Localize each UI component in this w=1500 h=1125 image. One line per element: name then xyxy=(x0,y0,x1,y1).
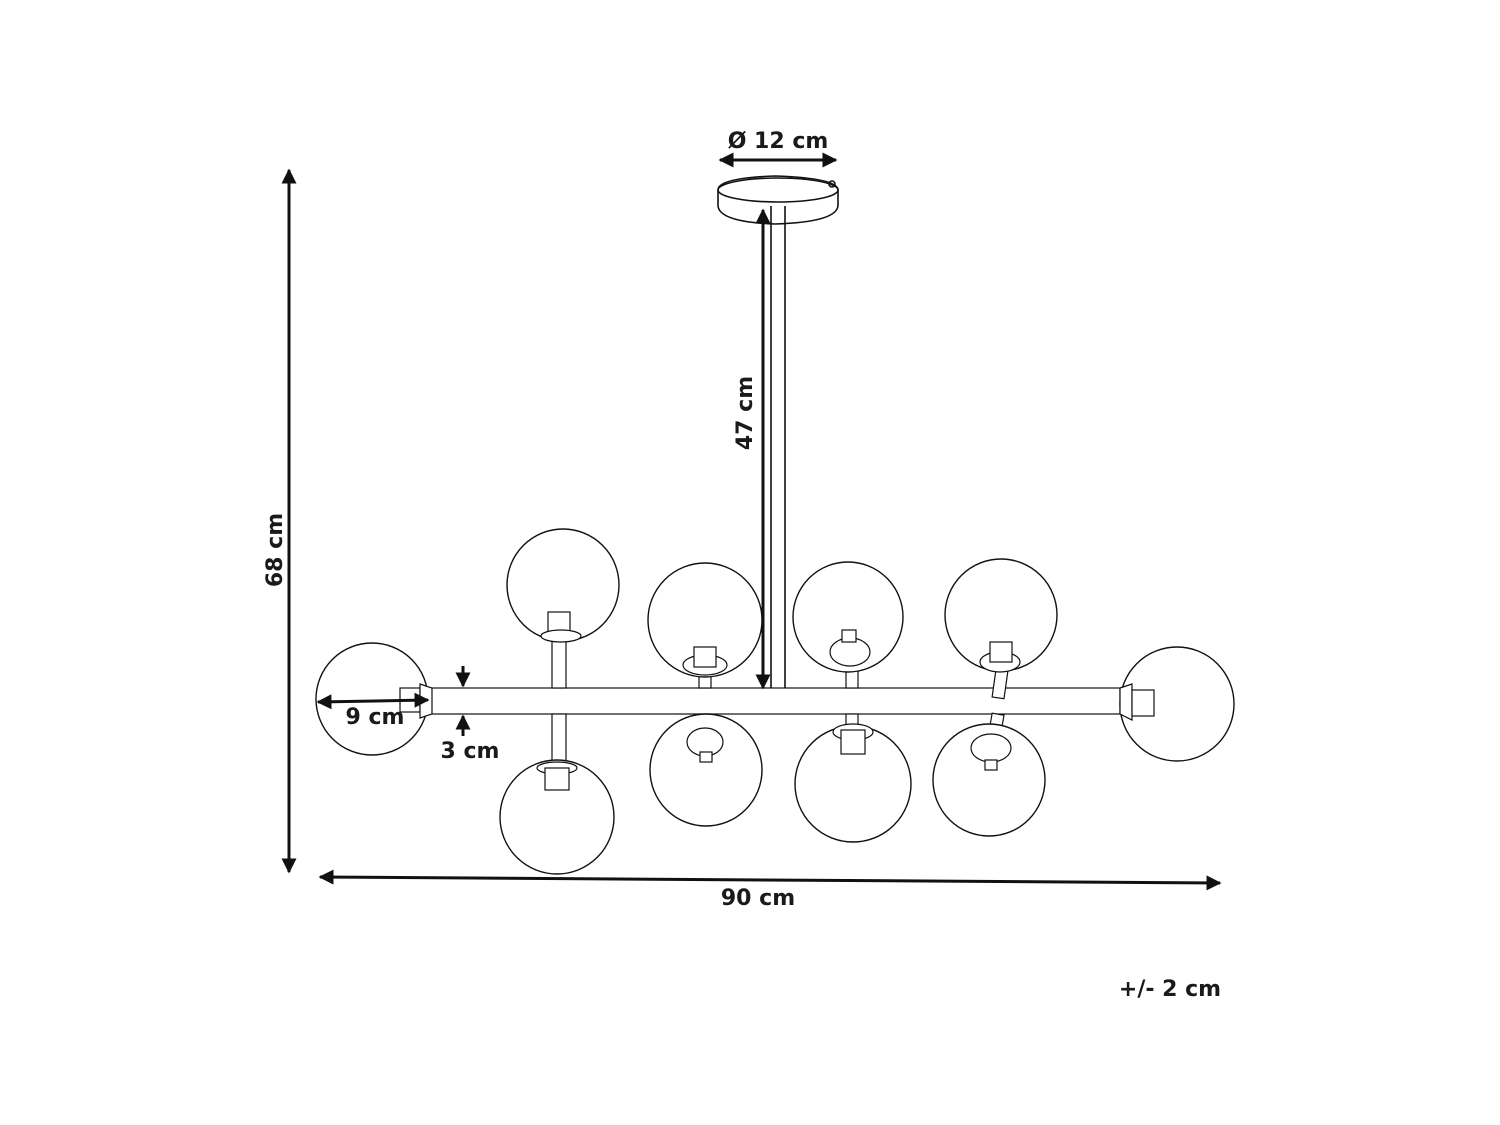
bar-thickness-label: 3 cm xyxy=(441,739,500,764)
total-height-label: 68 cm xyxy=(263,513,288,587)
globe-diameter-label: 9 cm xyxy=(346,705,405,730)
rod-length-label: 47 cm xyxy=(733,376,758,450)
total-width-arrow xyxy=(318,869,1222,891)
horizontal-bar xyxy=(429,687,1121,715)
globe-diameter-arrow xyxy=(316,692,430,710)
globe-lower-4 xyxy=(932,723,1046,837)
tolerance-label: +/- 2 cm xyxy=(1119,977,1221,1002)
total-width-label: 90 cm xyxy=(721,886,795,911)
lower-arms xyxy=(551,712,1005,765)
ceiling-canopy xyxy=(717,175,839,225)
suspension-rod xyxy=(770,206,786,690)
canopy-diameter-label: Ø 12 cm xyxy=(728,129,829,154)
dimension-lines xyxy=(281,152,1222,891)
globe-upper-3 xyxy=(792,561,904,673)
globe-lower-2 xyxy=(649,713,763,827)
